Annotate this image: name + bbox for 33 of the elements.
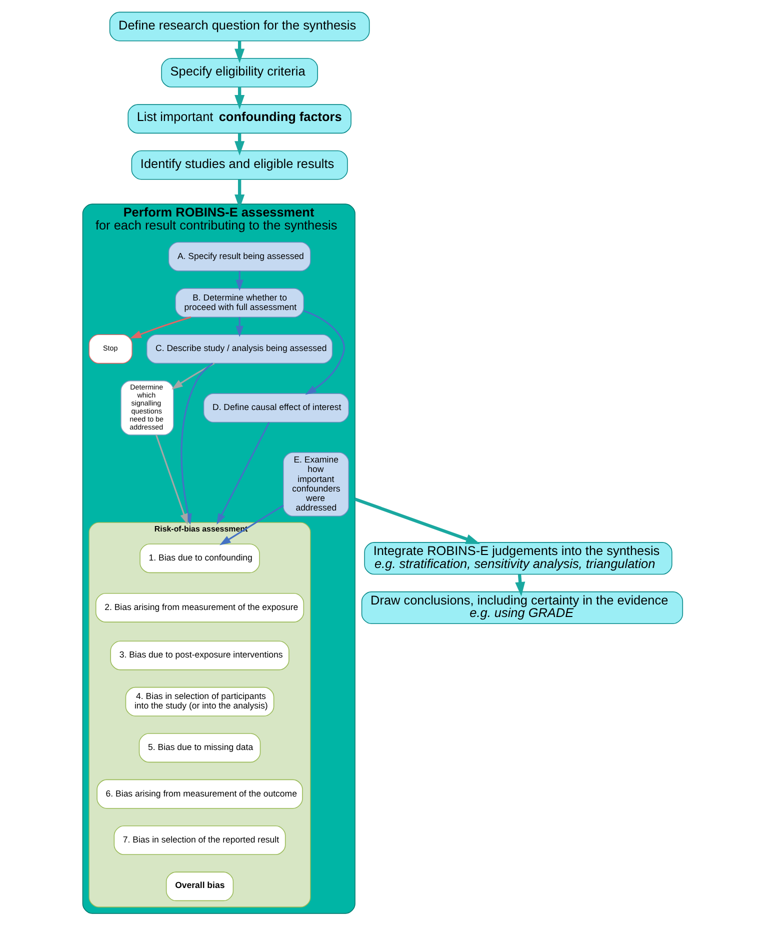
node-box: D. Define causal effect of interest bbox=[202, 392, 349, 422]
node-box: 3. Bias due to post-exposure interventions bbox=[110, 640, 289, 670]
node-box: 1. Bias due to confounding bbox=[139, 543, 260, 573]
node-box: 4. Bias in selection of participants into the study (or into the analysis) bbox=[124, 686, 274, 716]
arrow bbox=[234, 179, 244, 208]
node-box: E. Examine how important confounders were addressed bbox=[282, 452, 349, 516]
node-box: C. Describe study / analysis being assessed bbox=[146, 334, 332, 364]
node-box: Overall bias bbox=[165, 871, 234, 901]
arrow bbox=[303, 310, 344, 394]
arrow bbox=[130, 316, 191, 338]
node-box: Integrate ROBINS-E judgements into the synthesis e.g. stratification, sensitivity analysis, triangulation bbox=[364, 542, 672, 574]
arrow bbox=[219, 504, 284, 545]
node-box: A. Specify result being assessed bbox=[168, 241, 310, 271]
node-box: B. Determine whether to proceed with full assessment bbox=[174, 288, 304, 318]
node-box: 5. Bias due to missing data bbox=[138, 732, 260, 762]
node-box: Define research question for the synthesis bbox=[108, 11, 370, 41]
node-box: 6. Bias arising from measurement of the outcome bbox=[96, 778, 302, 808]
arrow bbox=[216, 422, 270, 524]
arrow bbox=[234, 132, 244, 156]
arrow bbox=[155, 434, 188, 524]
node-box: Identify studies and eligible results bbox=[130, 150, 348, 180]
arrow bbox=[234, 86, 244, 109]
node-box: 2. Bias arising from measurement of the exposure bbox=[94, 592, 304, 622]
arrow bbox=[234, 40, 244, 63]
node-box: 7. Bias in selection of the reported result bbox=[113, 824, 286, 854]
arrow bbox=[235, 270, 243, 290]
arrow bbox=[514, 574, 525, 596]
arrow bbox=[235, 316, 243, 337]
arrow bbox=[354, 497, 480, 544]
arrow bbox=[171, 362, 214, 389]
node-box: Draw conclusions, including certainty in the evidence e.g. using GRADE bbox=[360, 590, 683, 624]
node-box: List important confounding factors bbox=[127, 104, 351, 134]
node-box: Specify eligibility criteria bbox=[160, 57, 318, 87]
